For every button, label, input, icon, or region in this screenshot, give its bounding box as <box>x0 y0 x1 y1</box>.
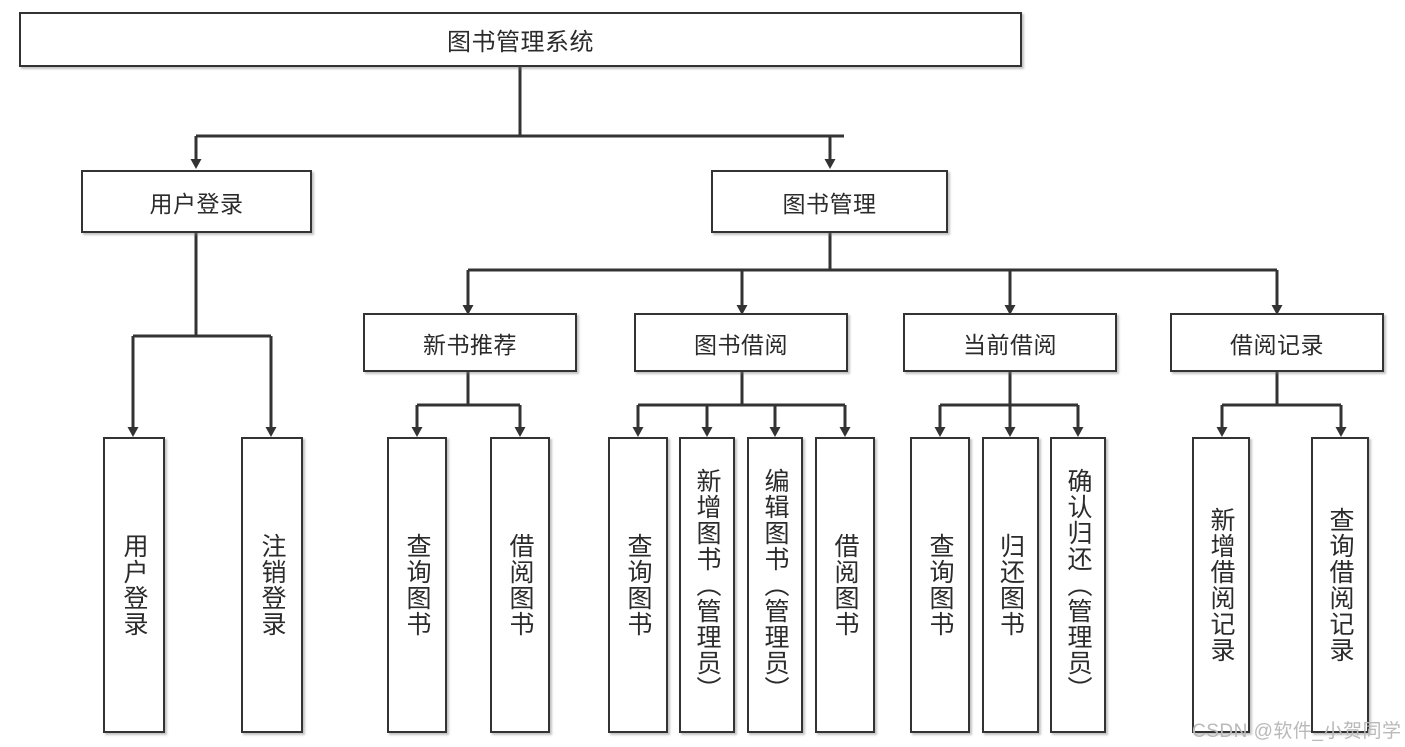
node-book-borrow[interactable]: 图书借阅 <box>634 313 848 372</box>
leaf-return-book[interactable]: 归还图书 <box>982 437 1039 733</box>
leaf-query-book-current[interactable]: 查询图书 <box>910 437 970 733</box>
leaf-borrow-book[interactable]: 借阅图书 <box>815 437 875 733</box>
node-current-borrow[interactable]: 当前借阅 <box>903 313 1117 372</box>
node-borrow-record[interactable]: 借阅记录 <box>1170 313 1384 372</box>
leaf-confirm-return-admin[interactable]: 确认归还（管理员） <box>1050 437 1106 733</box>
leaf-query-book[interactable]: 查询图书 <box>608 437 668 733</box>
leaf-query-book-recommend[interactable]: 查询图书 <box>387 437 447 733</box>
leaf-borrow-book-recommend[interactable]: 借阅图书 <box>490 437 550 733</box>
leaf-edit-book-admin[interactable]: 编辑图书（管理员） <box>747 437 803 733</box>
leaf-add-borrow-record[interactable]: 新增借阅记录 <box>1192 437 1250 733</box>
node-new-book-recommend[interactable]: 新书推荐 <box>363 313 577 372</box>
node-book-management-system[interactable]: 图书管理系统 <box>19 12 1022 67</box>
node-book-management[interactable]: 图书管理 <box>711 170 948 233</box>
leaf-user-logout[interactable]: 注销登录 <box>241 437 303 733</box>
leaf-query-borrow-record[interactable]: 查询借阅记录 <box>1311 437 1369 733</box>
node-user-login[interactable]: 用户登录 <box>81 170 312 233</box>
leaf-user-login[interactable]: 用户登录 <box>103 437 165 733</box>
leaf-add-book-admin[interactable]: 新增图书（管理员） <box>679 437 735 733</box>
